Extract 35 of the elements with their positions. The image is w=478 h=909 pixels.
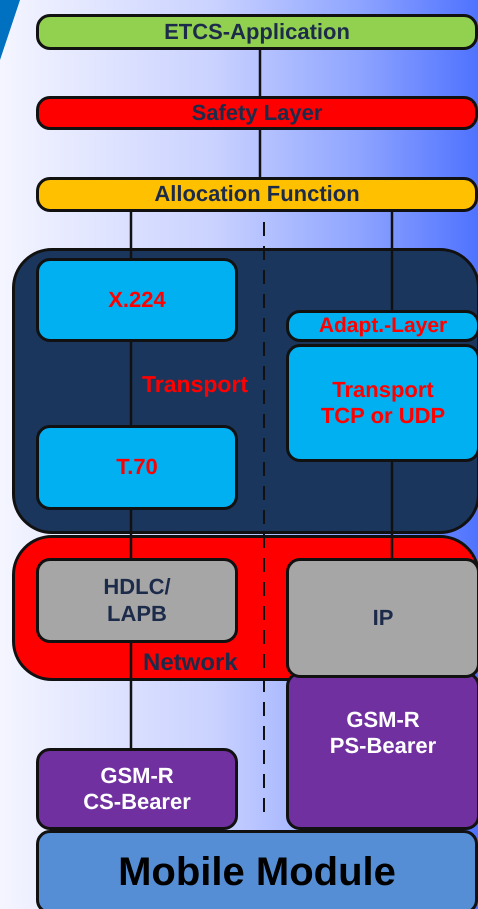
protocol-box bbox=[286, 558, 478, 678]
connector-line bbox=[258, 130, 262, 177]
layer-label: Adapt.-Layer bbox=[318, 313, 448, 339]
group-label: Transport bbox=[142, 371, 248, 399]
module-box bbox=[36, 830, 478, 909]
layer-bar bbox=[36, 177, 478, 212]
layer-label: Transport TCP or UDP bbox=[320, 376, 446, 430]
protocol-box bbox=[286, 310, 478, 342]
connector-line bbox=[390, 462, 394, 558]
connector-line bbox=[390, 212, 394, 310]
group-panel bbox=[12, 248, 478, 534]
connector-line bbox=[130, 342, 132, 425]
layer-label: Safety Layer bbox=[192, 100, 322, 126]
layer-label: T.70 bbox=[116, 454, 158, 481]
group-label: Network bbox=[143, 649, 238, 678]
bearer-box bbox=[36, 748, 238, 830]
protocol-box bbox=[286, 344, 478, 462]
layer-label: Allocation Function bbox=[154, 181, 360, 208]
layer-label: HDLC/ LAPB bbox=[102, 574, 172, 627]
protocol-box bbox=[36, 558, 238, 643]
layer-bar bbox=[36, 96, 478, 130]
connector-line bbox=[130, 212, 132, 258]
group-panel bbox=[12, 535, 478, 681]
layer-label: ETCS-Application bbox=[164, 18, 350, 46]
layer-label: GSM-R CS-Bearer bbox=[82, 762, 192, 816]
connector-line bbox=[130, 643, 132, 748]
layer-label: IP bbox=[372, 604, 394, 632]
protocol-box bbox=[36, 258, 238, 342]
layer-bar bbox=[36, 14, 478, 50]
connector-line bbox=[258, 50, 262, 96]
layer-label: X.224 bbox=[108, 286, 166, 314]
layer-label: Mobile Module bbox=[118, 849, 396, 896]
connector-line bbox=[130, 510, 132, 558]
layer-label: GSM-R PS-Bearer bbox=[328, 706, 438, 760]
protocol-box bbox=[36, 425, 238, 510]
